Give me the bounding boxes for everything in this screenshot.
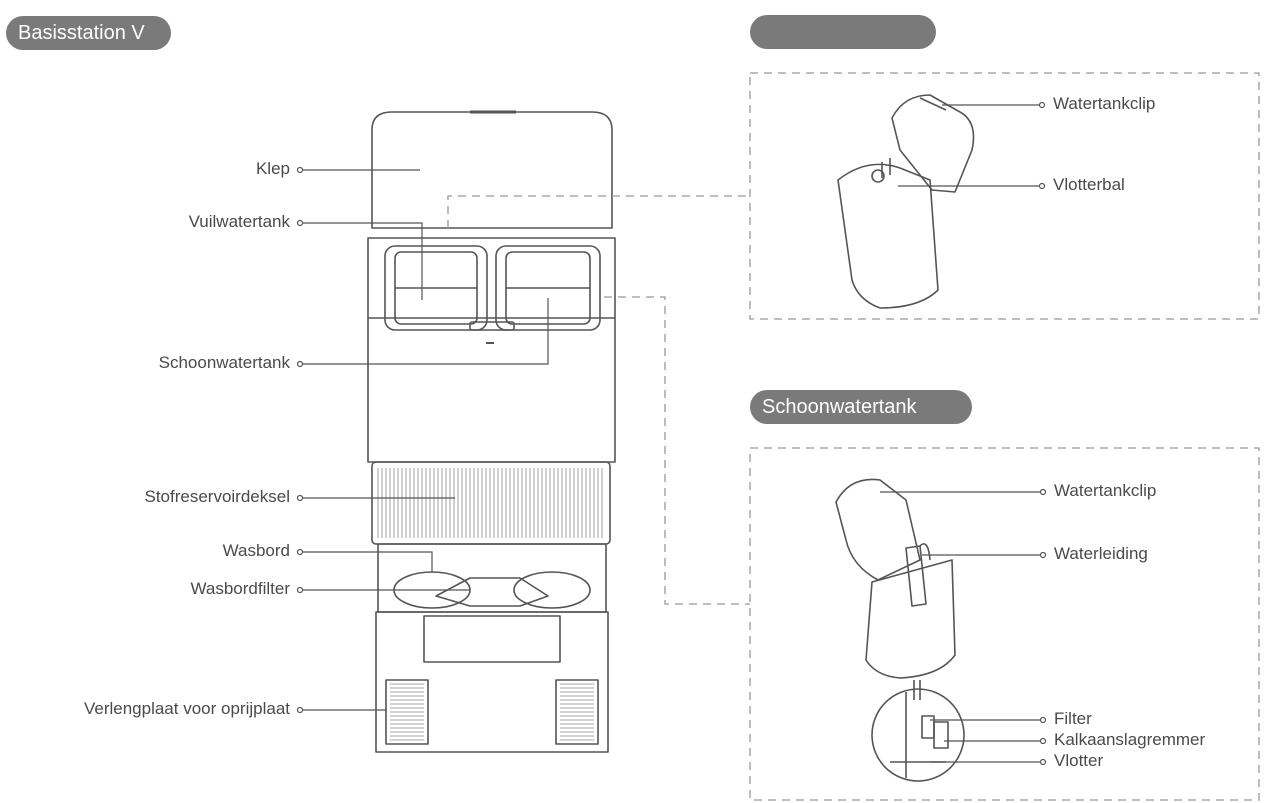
label-descaler: Kalkaanslagremmer (1054, 730, 1206, 749)
label-ramp-extension: Verlengplaat voor oprijplaat (83, 699, 290, 718)
label-filter: Filter (1054, 709, 1092, 728)
label-clean-water-tank: Schoonwatertank (158, 353, 290, 372)
label-washboard: Wasbord (222, 541, 290, 560)
label-dirty-tank-clip: Watertankclip (1053, 94, 1156, 113)
clean-water-tank-illustration (835, 478, 965, 782)
label-dirty-water-tank: Vuilwatertank (188, 212, 290, 231)
label-clean-tank-clip: Watertankclip (1054, 481, 1157, 500)
label-float-ball: Vlotterbal (1053, 175, 1125, 194)
label-washboard-filter: Wasbordfilter (190, 579, 290, 598)
dirty-tank-connector (447, 195, 750, 228)
clean-tank-connector (604, 296, 750, 605)
label-dust-cover: Stofreservoirdeksel (144, 487, 290, 506)
clean-tank-frame (749, 447, 1260, 801)
heading-clean-water-tank: Schoonwatertank (750, 390, 972, 424)
base-station-illustration (367, 110, 616, 753)
label-float: Vlotter (1054, 751, 1104, 770)
dirty-water-tank-illustration (837, 94, 975, 309)
heading-base-station: Basisstation V (6, 16, 171, 50)
heading-dirty-water-tank (750, 15, 936, 49)
label-water-pipe: Waterleiding (1054, 544, 1148, 563)
label-lid: Klep (255, 159, 290, 178)
dirty-tank-frame (749, 72, 1260, 320)
